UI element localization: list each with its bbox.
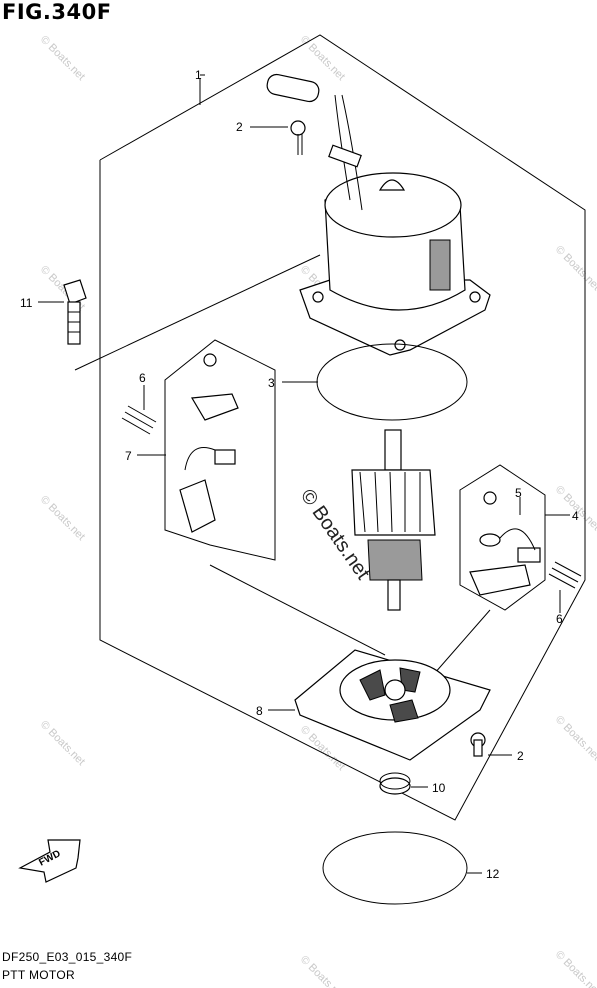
- watermark-tile: © Boats.net: [38, 494, 87, 543]
- screw-top: [290, 120, 306, 155]
- callout-4: 4: [572, 509, 579, 523]
- watermark-tile: © Boats.net: [298, 954, 347, 988]
- armature: [351, 429, 436, 611]
- o-ring-upper: [316, 343, 468, 421]
- watermark-tile: © Boats.net: [553, 949, 597, 988]
- callout-6-right: 6: [556, 612, 563, 626]
- screw-bottom: [470, 732, 486, 757]
- callout-12: 12: [486, 867, 500, 881]
- callout-1: 1: [195, 68, 202, 82]
- watermark-tile: © Boats.net: [38, 34, 87, 83]
- o-ring-lower: [322, 831, 468, 905]
- callout-10: 10: [432, 781, 446, 795]
- watermark-tile: © Boats.net: [553, 244, 597, 293]
- figure-title: FIG.340F: [2, 0, 112, 24]
- diagram-caption: PTT MOTOR: [2, 968, 75, 982]
- leader-lines: [38, 74, 570, 874]
- callout-5: 5: [515, 486, 522, 500]
- spring-left: [121, 405, 157, 435]
- brush-holder-left: [164, 339, 276, 561]
- callouts: 1 2 2 3 4 5 6 6 7 8 10 11 12: [20, 68, 579, 881]
- callout-2-bottom: 2: [517, 749, 524, 763]
- callout-6-left: 6: [139, 371, 146, 385]
- callout-3: 3: [268, 376, 275, 390]
- diagram-code: DF250_E03_015_340F: [2, 950, 133, 964]
- long-bolt: [63, 279, 87, 345]
- fwd-arrow: FWD: [18, 839, 81, 883]
- callout-8: 8: [256, 704, 263, 718]
- callout-7: 7: [125, 449, 132, 463]
- watermark-tile: © Boats.net: [553, 714, 597, 763]
- end-plate: [294, 649, 491, 761]
- watermark-tile: © Boats.net: [38, 719, 87, 768]
- spring-right: [548, 561, 582, 589]
- callout-2-top: 2: [236, 120, 243, 134]
- callout-11: 11: [20, 296, 33, 310]
- brush-holder-right: [459, 464, 546, 611]
- motor-housing: [266, 73, 491, 356]
- seal: [379, 772, 411, 795]
- watermark-tile: © Boats.net: [298, 34, 347, 83]
